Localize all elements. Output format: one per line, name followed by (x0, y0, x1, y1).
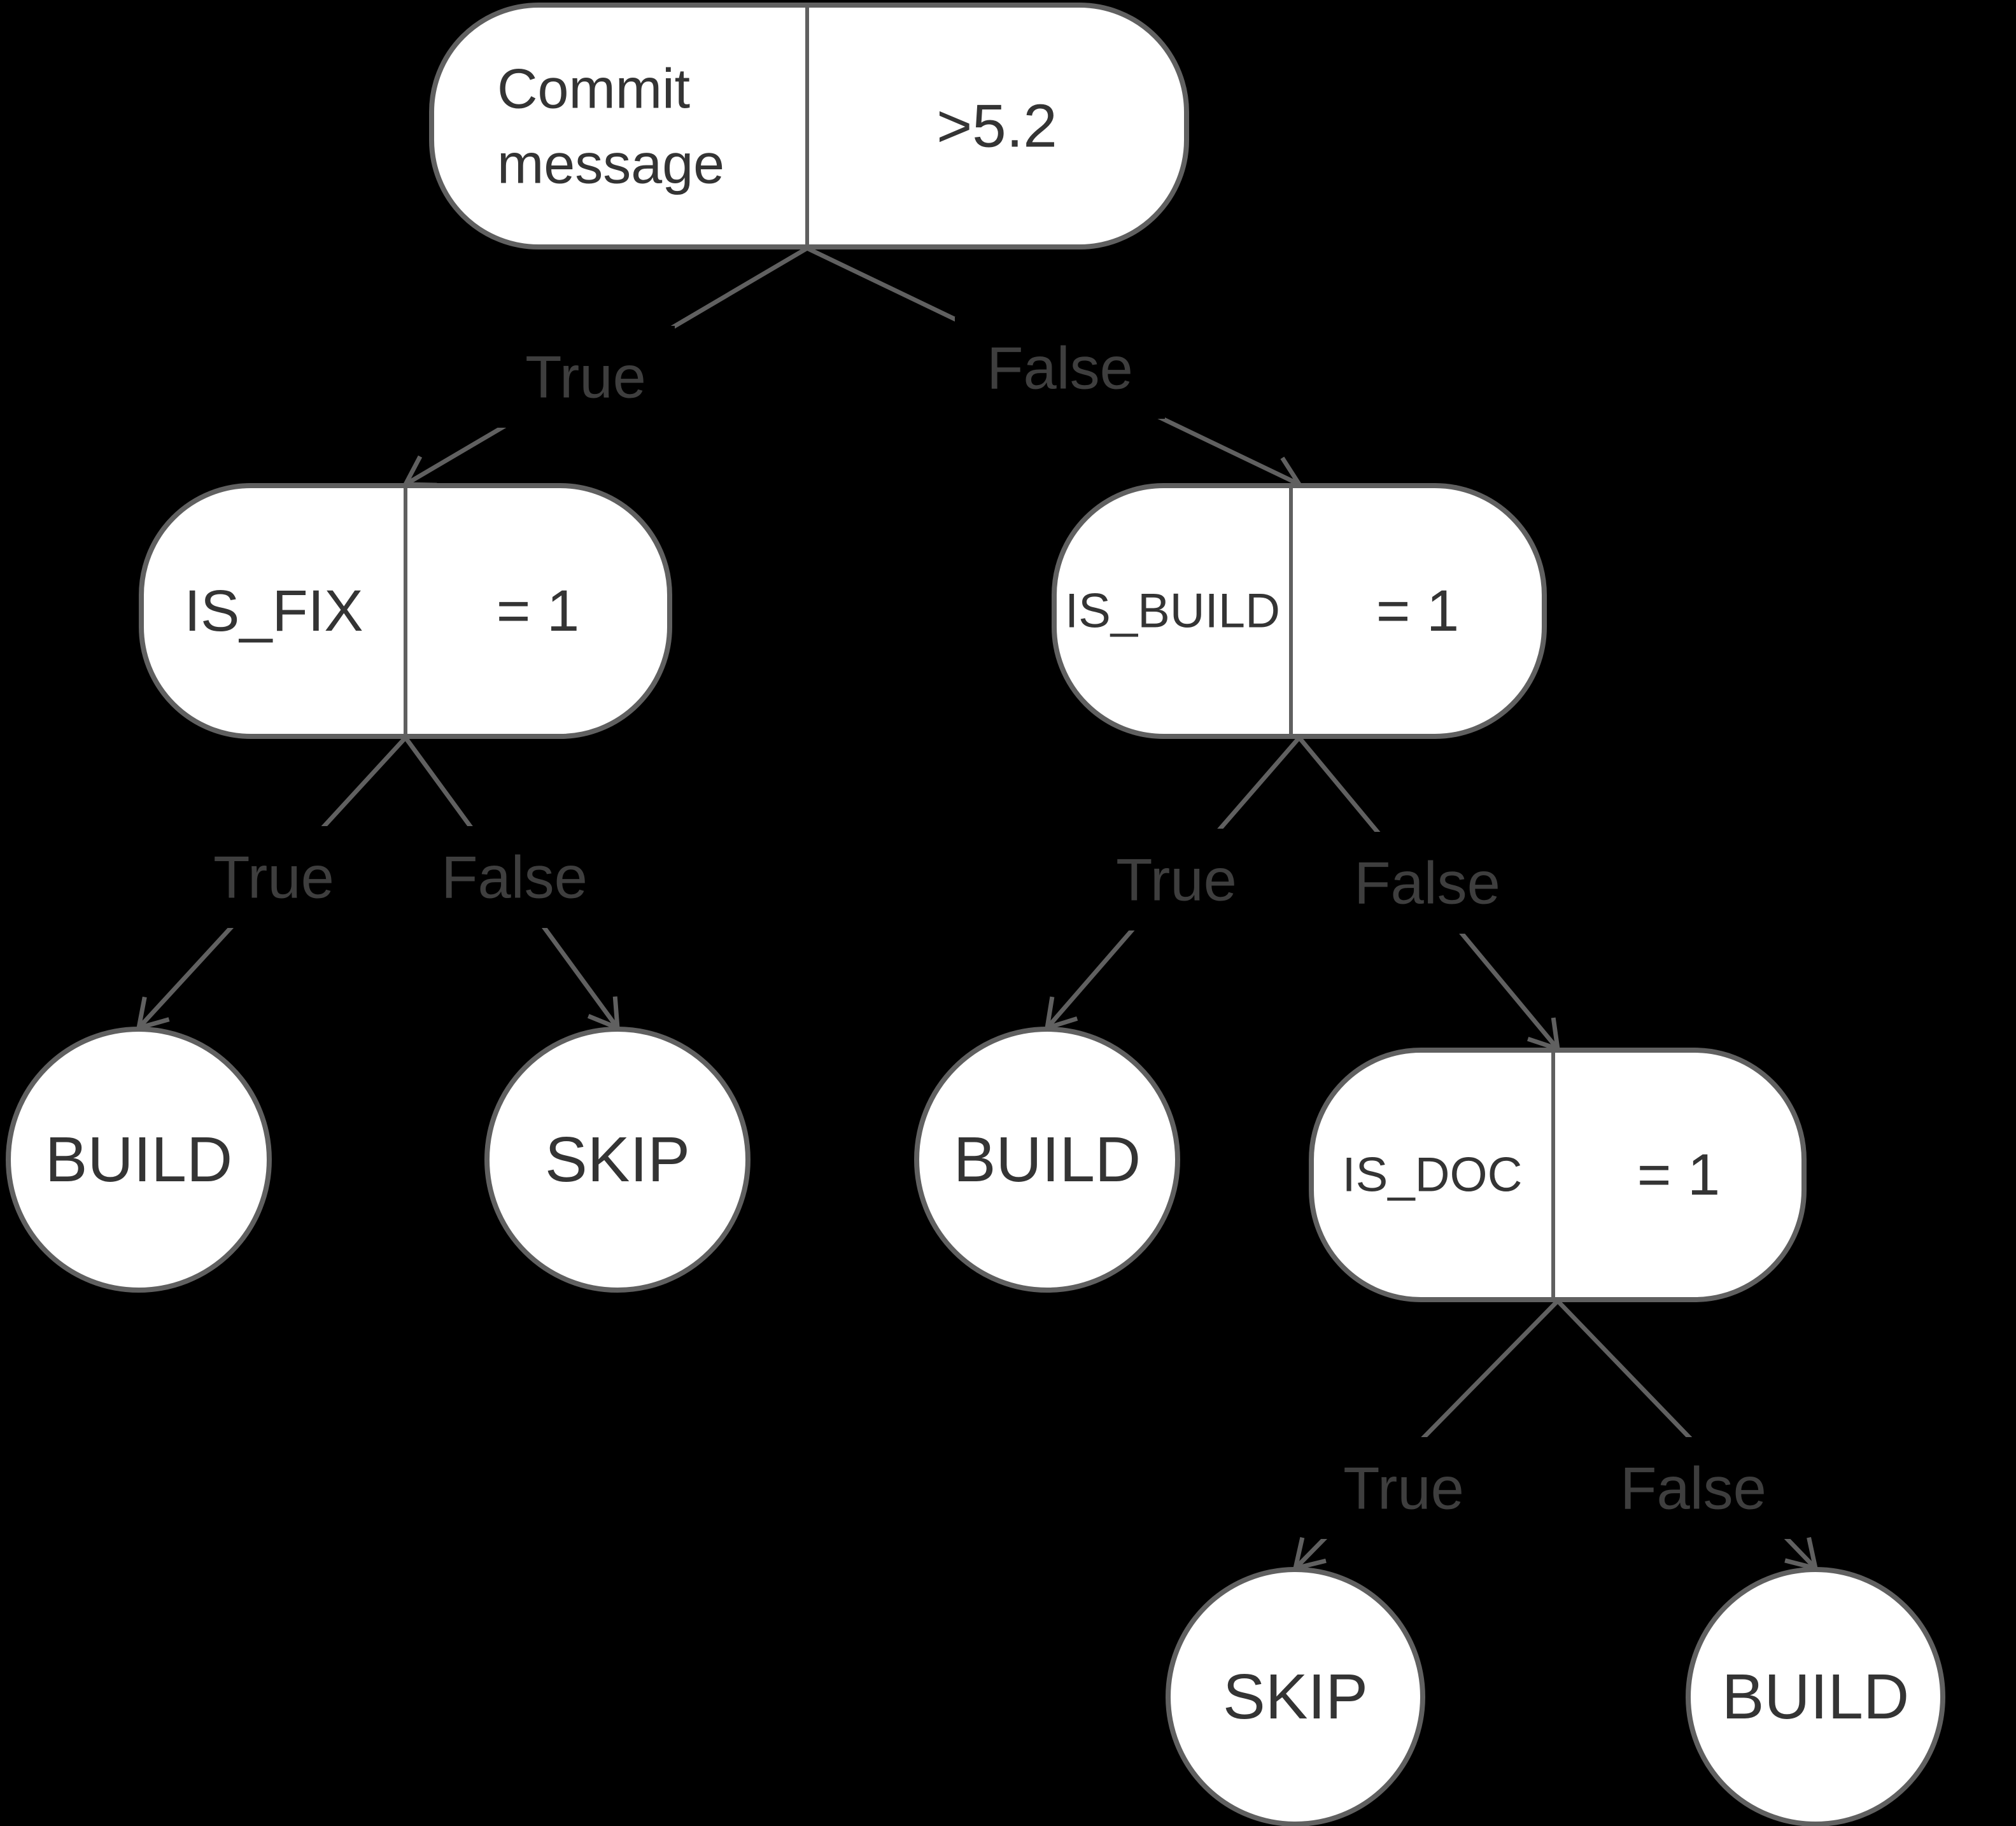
leaf-shape (484, 1027, 751, 1293)
edge-label-is-fix-true: True (185, 826, 363, 928)
node-variable-label: IS_DOC (1343, 1148, 1523, 1202)
leaf-node-build-3: BUILD (1686, 1567, 1945, 1826)
leaf-label: SKIP (545, 1124, 690, 1195)
edge-label-text: True (1116, 846, 1237, 913)
edge-label-is-fix-false: False (409, 826, 619, 928)
edge-label-bg (1087, 829, 1265, 931)
edge-label-root-true: True (497, 326, 675, 428)
node-condition-label: = 1 (1637, 1142, 1720, 1207)
edge-label-is-build-true: True (1087, 829, 1265, 931)
edge-label-text: False (1620, 1455, 1766, 1522)
edge-label-text: True (213, 844, 334, 911)
edge-label-text: True (525, 344, 646, 411)
edge-label-text: True (1343, 1455, 1464, 1522)
node-variable-label: message (497, 132, 724, 195)
decision-node-is-build: IS_BUILD = 1 (1052, 483, 1547, 739)
leaf-label: BUILD (1722, 1661, 1910, 1732)
edge-label-root-false: False (955, 317, 1165, 419)
node-condition-label: = 1 (497, 579, 579, 643)
decision-node-commit-message: Commit message >5.2 (429, 3, 1189, 249)
leaf-node-skip-2: SKIP (1166, 1567, 1425, 1826)
node-variable-label: Commit (497, 57, 690, 120)
leaf-shape (6, 1027, 272, 1293)
leaf-label: SKIP (1223, 1661, 1368, 1732)
edge-labels: True False True False True False True F (185, 317, 1798, 1539)
decision-node-is-fix: IS_FIX = 1 (139, 483, 672, 739)
leaf-node-build-2: BUILD (914, 1027, 1180, 1293)
edge-label-text: False (1354, 850, 1500, 917)
node-condition-label: = 1 (1376, 579, 1459, 643)
leaf-shape (914, 1027, 1180, 1293)
edge-label-bg (1588, 1437, 1798, 1539)
edge-label-bg (497, 326, 675, 428)
edge-label-is-build-false: False (1322, 832, 1532, 934)
decision-node-is-doc: IS_DOC = 1 (1309, 1048, 1807, 1302)
edge-label-bg (955, 317, 1165, 419)
edge-label-bg (1322, 832, 1532, 934)
edge-label-text: False (987, 335, 1133, 402)
leaf-shape (1686, 1567, 1945, 1826)
edge-label-is-doc-false: False (1588, 1437, 1798, 1539)
leaf-node-skip-1: SKIP (484, 1027, 751, 1293)
leaf-node-build-1: BUILD (6, 1027, 272, 1293)
edge-label-text: False (441, 844, 588, 911)
node-shape (1052, 483, 1547, 739)
edge-label-bg (185, 826, 363, 928)
node-shape (1309, 1048, 1807, 1302)
edge-label-bg (1315, 1437, 1493, 1539)
node-variable-label: IS_FIX (184, 579, 363, 643)
edge-label-is-doc-true: True (1315, 1437, 1493, 1539)
edge-label-bg (409, 826, 619, 928)
node-variable-label: IS_BUILD (1065, 584, 1280, 638)
node-condition-label: >5.2 (936, 92, 1057, 160)
edges (136, 246, 1819, 1571)
leaf-label: BUILD (45, 1124, 233, 1195)
leaf-shape (1166, 1567, 1425, 1826)
leaf-label: BUILD (954, 1124, 1141, 1195)
